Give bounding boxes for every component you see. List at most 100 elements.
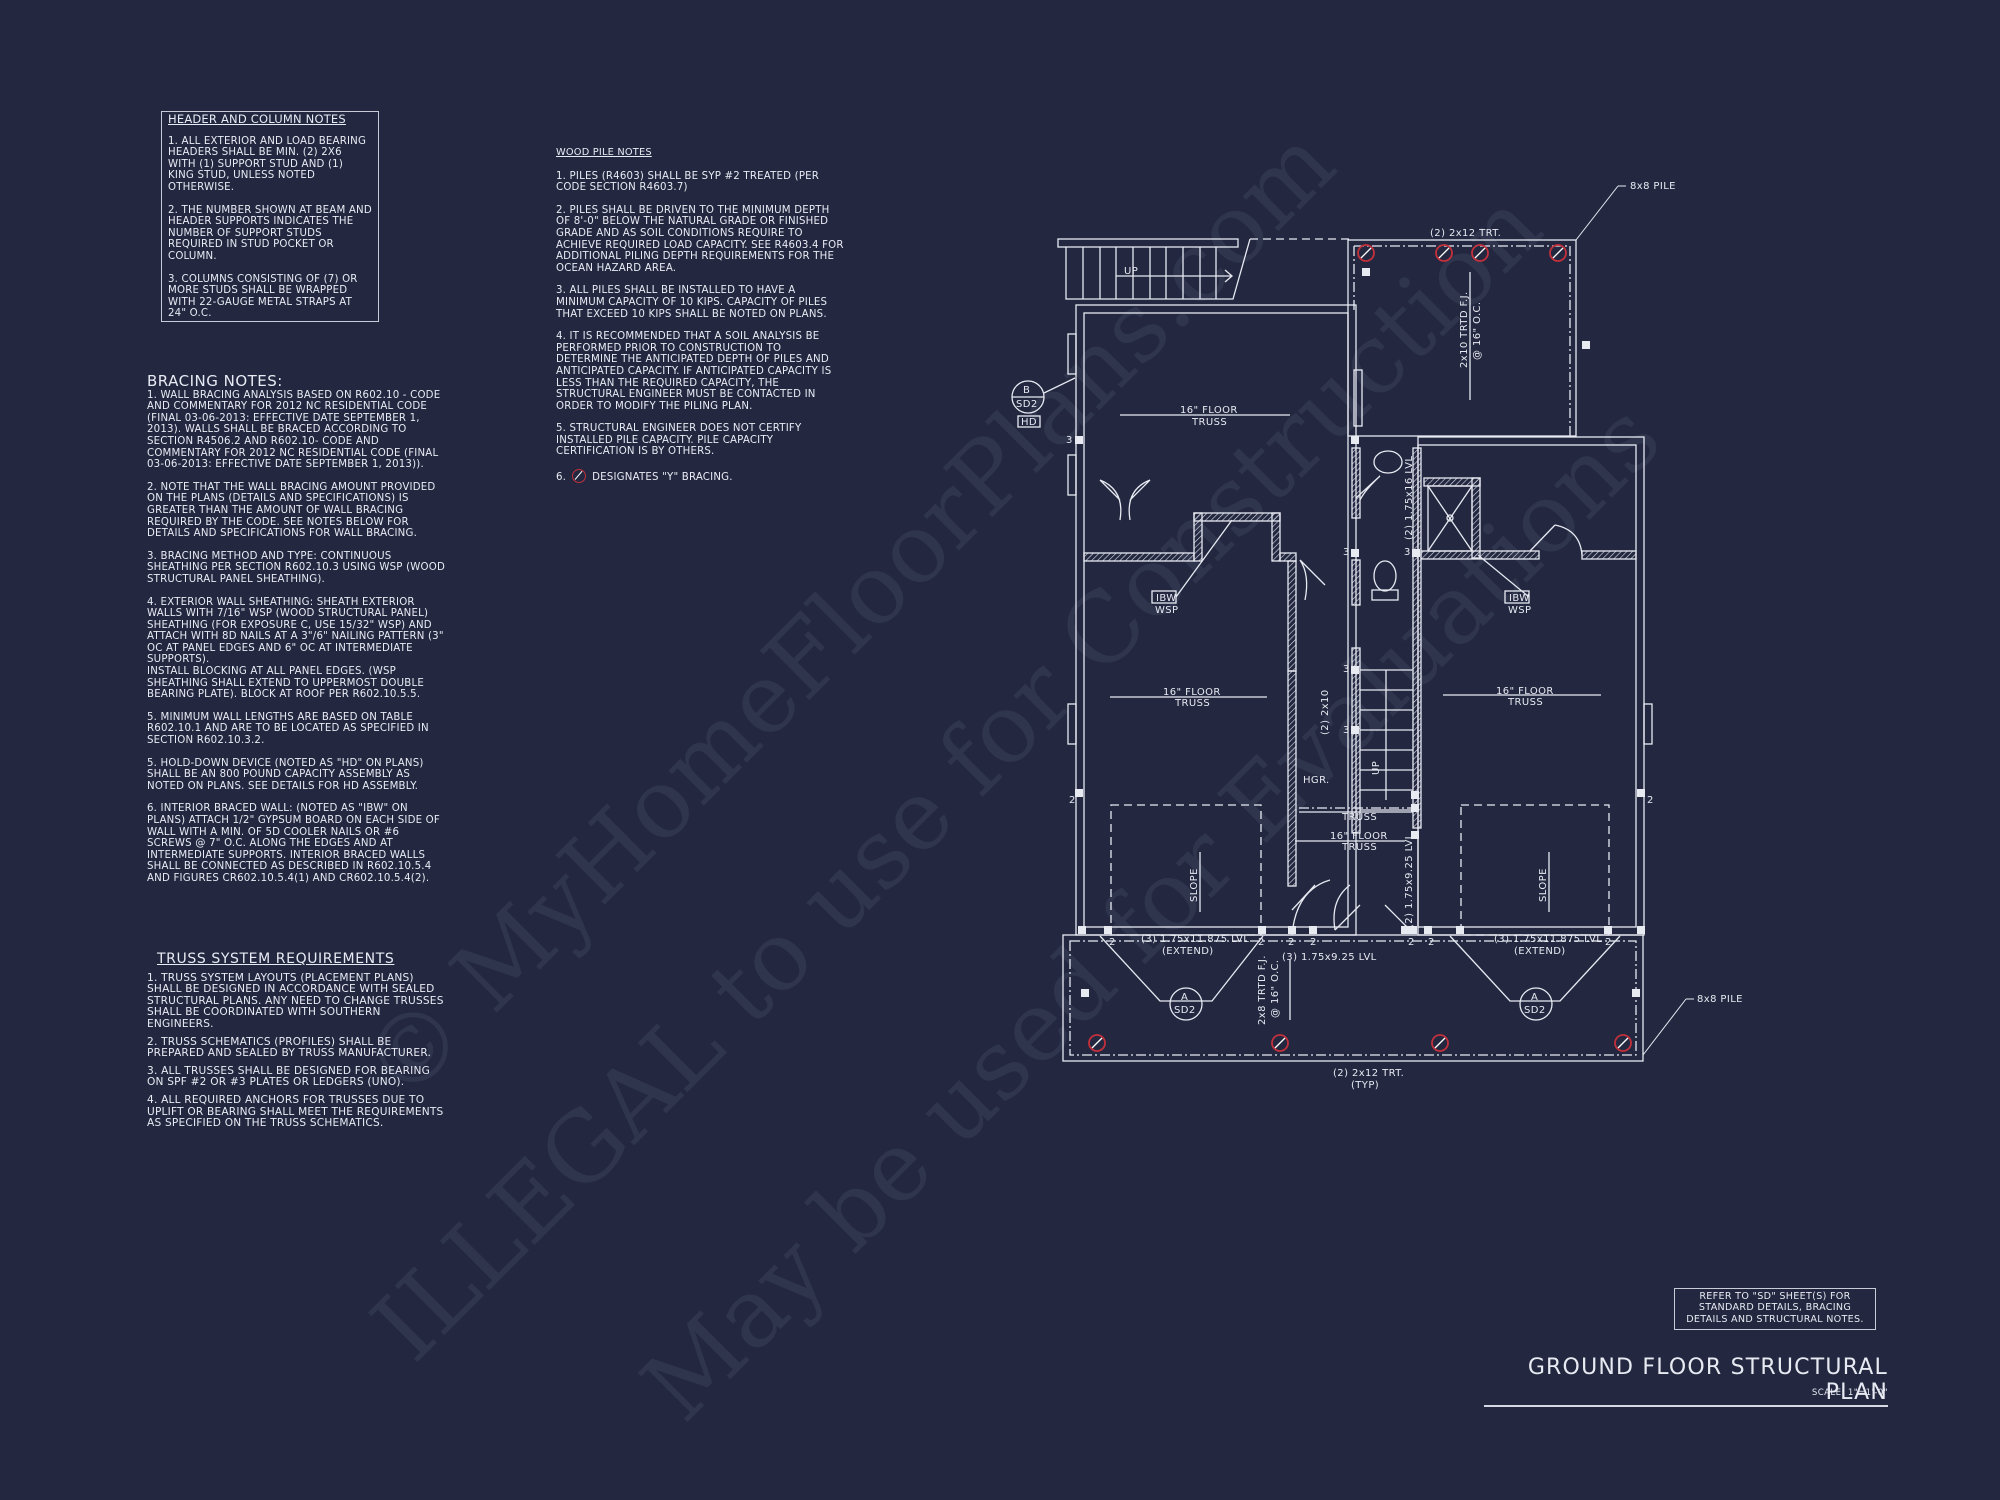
wood-pile-note-6-text: DESIGNATES "Y" BRACING. [592, 472, 733, 484]
lvl-label-center: (3) 1.75x9.25 LVL [1282, 952, 1377, 963]
bracing-note-5: 5. MINIMUM WALL LENGTHS ARE BASED ON TAB… [147, 711, 429, 747]
sheet-scale: SCALE: 1"=1'-0" [1811, 1388, 1888, 1398]
beam-label-bottom-typ: (TYP) [1351, 1080, 1379, 1091]
bracing-note-2: 2. NOTE THAT THE WALL BRACING AMOUNT PRO… [147, 481, 436, 540]
interior-stair [1299, 669, 1413, 813]
header-column-note-1: 1. ALL EXTERIOR AND LOAD BEARING HEADERS… [168, 135, 367, 193]
wsp-label-left: WSP [1155, 605, 1178, 616]
bracing-note-1: 1. WALL BRACING ANALYSIS BASED ON R602.1… [147, 389, 441, 471]
detail-a-label-left: A [1181, 992, 1188, 1003]
beam-label-bottom: (2) 2x12 TRT. [1333, 1068, 1404, 1079]
slope-label-left: SLOPE [1189, 868, 1200, 902]
stud-count-label: 2 [1258, 937, 1265, 948]
floor-truss-label-2: 16" FLOOR [1163, 687, 1221, 698]
stud-count-label: 2 [1408, 937, 1415, 948]
stud-count-label: 3 [1066, 435, 1073, 446]
interior-walls [1083, 447, 1637, 887]
joist-oc-bottom: @ 16" O.C. [1270, 960, 1281, 1019]
stud-count-label: 2 [1069, 795, 1076, 806]
truss-label-3: TRUSS [1507, 697, 1543, 708]
bracing-notes: BRACING NOTES: 1. WALL BRACING ANALYSIS … [147, 372, 447, 896]
detail-b-label: B [1023, 385, 1030, 396]
detail-callouts [1011, 377, 1621, 1021]
wood-pile-note-2: 2. PILES SHALL BE DRIVEN TO THE MINIMUM … [556, 204, 844, 274]
sheet-title: GROUND FLOOR STRUCTURAL PLAN [1484, 1355, 1888, 1407]
ibw-label-left: IBW [1156, 593, 1177, 604]
stud-count-label: 2 [1428, 937, 1435, 948]
truss-requirements: TRUSS SYSTEM REQUIREMENTS 1. TRUSS SYSTE… [147, 951, 447, 1136]
detail-sd2-label-left: SD2 [1174, 1005, 1196, 1016]
slope-areas [1110, 804, 1610, 936]
lvl-label-right: (3) 1.75x11.875 LVL [1494, 934, 1602, 945]
truss-requirement-2: 2. TRUSS SCHEMATICS (PROFILES) SHALL BE … [147, 1035, 432, 1060]
stair-up-label: UP [1124, 266, 1138, 277]
wood-pile-note-5: 5. STRUCTURAL ENGINEER DOES NOT CERTIFY … [556, 423, 802, 458]
y-bracing-icon [572, 469, 587, 484]
floor-truss-label-4: 16" FLOOR [1330, 831, 1388, 842]
stud-count-label: 3 [1343, 664, 1350, 675]
joist-label-bottom: 2x8 TRTD F.J. [1257, 955, 1268, 1025]
bracing-note-3: 3. BRACING METHOD AND TYPE: CONTINUOUS S… [147, 550, 446, 585]
stud-count-label: 2 [1647, 795, 1654, 806]
truss-requirements-heading: TRUSS SYSTEM REQUIREMENTS [157, 951, 395, 967]
header-2x10-label: (2) 2x10 [1320, 689, 1331, 735]
joist-label-top: 2x10 TRTD F.J. [1459, 291, 1470, 368]
bracing-notes-heading: BRACING NOTES: [147, 372, 283, 390]
detail-sd2-label-right: SD2 [1524, 1005, 1546, 1016]
stud-count-label: 2 [1605, 937, 1612, 948]
truss-label-4: TRUSS [1341, 842, 1377, 853]
hanger-label: HGR. [1303, 775, 1330, 786]
wood-pile-note-6-number: 6. [556, 472, 567, 484]
wood-pile-note-3: 3. ALL PILES SHALL BE INSTALLED TO HAVE … [556, 285, 828, 320]
wood-pile-note-6: 6. DESIGNATES "Y" BRACING. [556, 469, 846, 484]
stud-count-label: 3 [1343, 547, 1350, 558]
joist-oc-top: @ 16" O.C. [1472, 302, 1483, 361]
truss-span-arrows [1110, 414, 1601, 1020]
house-walls [1062, 304, 1653, 1062]
truss-label-2: TRUSS [1174, 698, 1210, 709]
stud-count-label: 3 [1404, 547, 1411, 558]
header-column-note-2: 2. THE NUMBER SHOWN AT BEAM AND HEADER S… [168, 204, 372, 262]
stud-count-label: 2 [1310, 937, 1317, 948]
stair-up-interior-label: UP [1371, 761, 1382, 775]
stud-pockets [1075, 268, 1645, 997]
exterior-stair [1057, 238, 1350, 300]
slope-label-right: SLOPE [1538, 868, 1549, 902]
stud-count-label: 2 [1109, 937, 1116, 948]
detail-sd2-label-b: SD2 [1016, 399, 1038, 410]
truss-requirement-3: 3. ALL TRUSSES SHALL BE DESIGNED FOR BEA… [147, 1064, 430, 1089]
bracing-note-4: 4. EXTERIOR WALL SHEATHING: SHEATH EXTER… [147, 596, 444, 701]
extend-label-right: (EXTEND) [1514, 946, 1566, 957]
stud-count-label: 2 [1288, 937, 1295, 948]
lvl-label-vertical: (2) 1.75x16 LVL [1404, 456, 1415, 540]
header-column-notes: HEADER AND COLUMN NOTES 1. ALL EXTERIOR … [161, 111, 379, 322]
extend-label-left: (EXTEND) [1162, 946, 1214, 957]
top-deck-framing [1347, 239, 1577, 437]
stud-count-label: 3 [1343, 725, 1350, 736]
truss-requirement-1: 1. TRUSS SYSTEM LAYOUTS (PLACEMENT PLANS… [147, 971, 444, 1030]
floor-truss-label-1: 16" FLOOR [1180, 405, 1238, 416]
beam-label-top: (2) 2x12 TRT. [1430, 228, 1501, 239]
bathroom-fixtures [1371, 450, 1403, 601]
detail-a-label-right: A [1531, 992, 1538, 1003]
refer-sd-note: REFER TO "SD" SHEET(S) FOR STANDARD DETA… [1674, 1288, 1876, 1330]
pile-label-bottom: 8x8 PILE [1697, 994, 1743, 1005]
truss-label-1: TRUSS [1191, 417, 1227, 428]
pile-label-top: 8x8 PILE [1630, 181, 1676, 192]
header-column-notes-heading: HEADER AND COLUMN NOTES [168, 112, 346, 126]
bracing-note-6: 5. HOLD-DOWN DEVICE (NOTED AS "HD" ON PL… [147, 757, 424, 792]
header-column-note-3: 3. COLUMNS CONSISTING OF (7) OR MORE STU… [168, 273, 358, 320]
lvl-label-vertical-lower: (2) 1.75x9.25 LVL [1404, 833, 1415, 928]
wood-pile-notes-heading: WOOD PILE NOTES [556, 147, 652, 158]
wsp-label-right: WSP [1508, 605, 1531, 616]
truss-label-5: TRUSS [1341, 812, 1377, 823]
floor-truss-label-3: 16" FLOOR [1496, 686, 1554, 697]
truss-requirement-4: 4. ALL REQUIRED ANCHORS FOR TRUSSES DUE … [147, 1093, 444, 1130]
wood-pile-notes: WOOD PILE NOTES 1. PILES (R4603) SHALL B… [556, 147, 846, 495]
bracing-note-7: 6. INTERIOR BRACED WALL: (NOTED AS "IBW"… [147, 803, 440, 884]
wood-pile-note-4: 4. IT IS RECOMMENDED THAT A SOIL ANALYSI… [556, 331, 832, 412]
ibw-label-right: IBW [1509, 593, 1530, 604]
wood-pile-note-1: 1. PILES (R4603) SHALL BE SYP #2 TREATED… [556, 170, 820, 194]
hd-label: HD [1021, 417, 1037, 428]
